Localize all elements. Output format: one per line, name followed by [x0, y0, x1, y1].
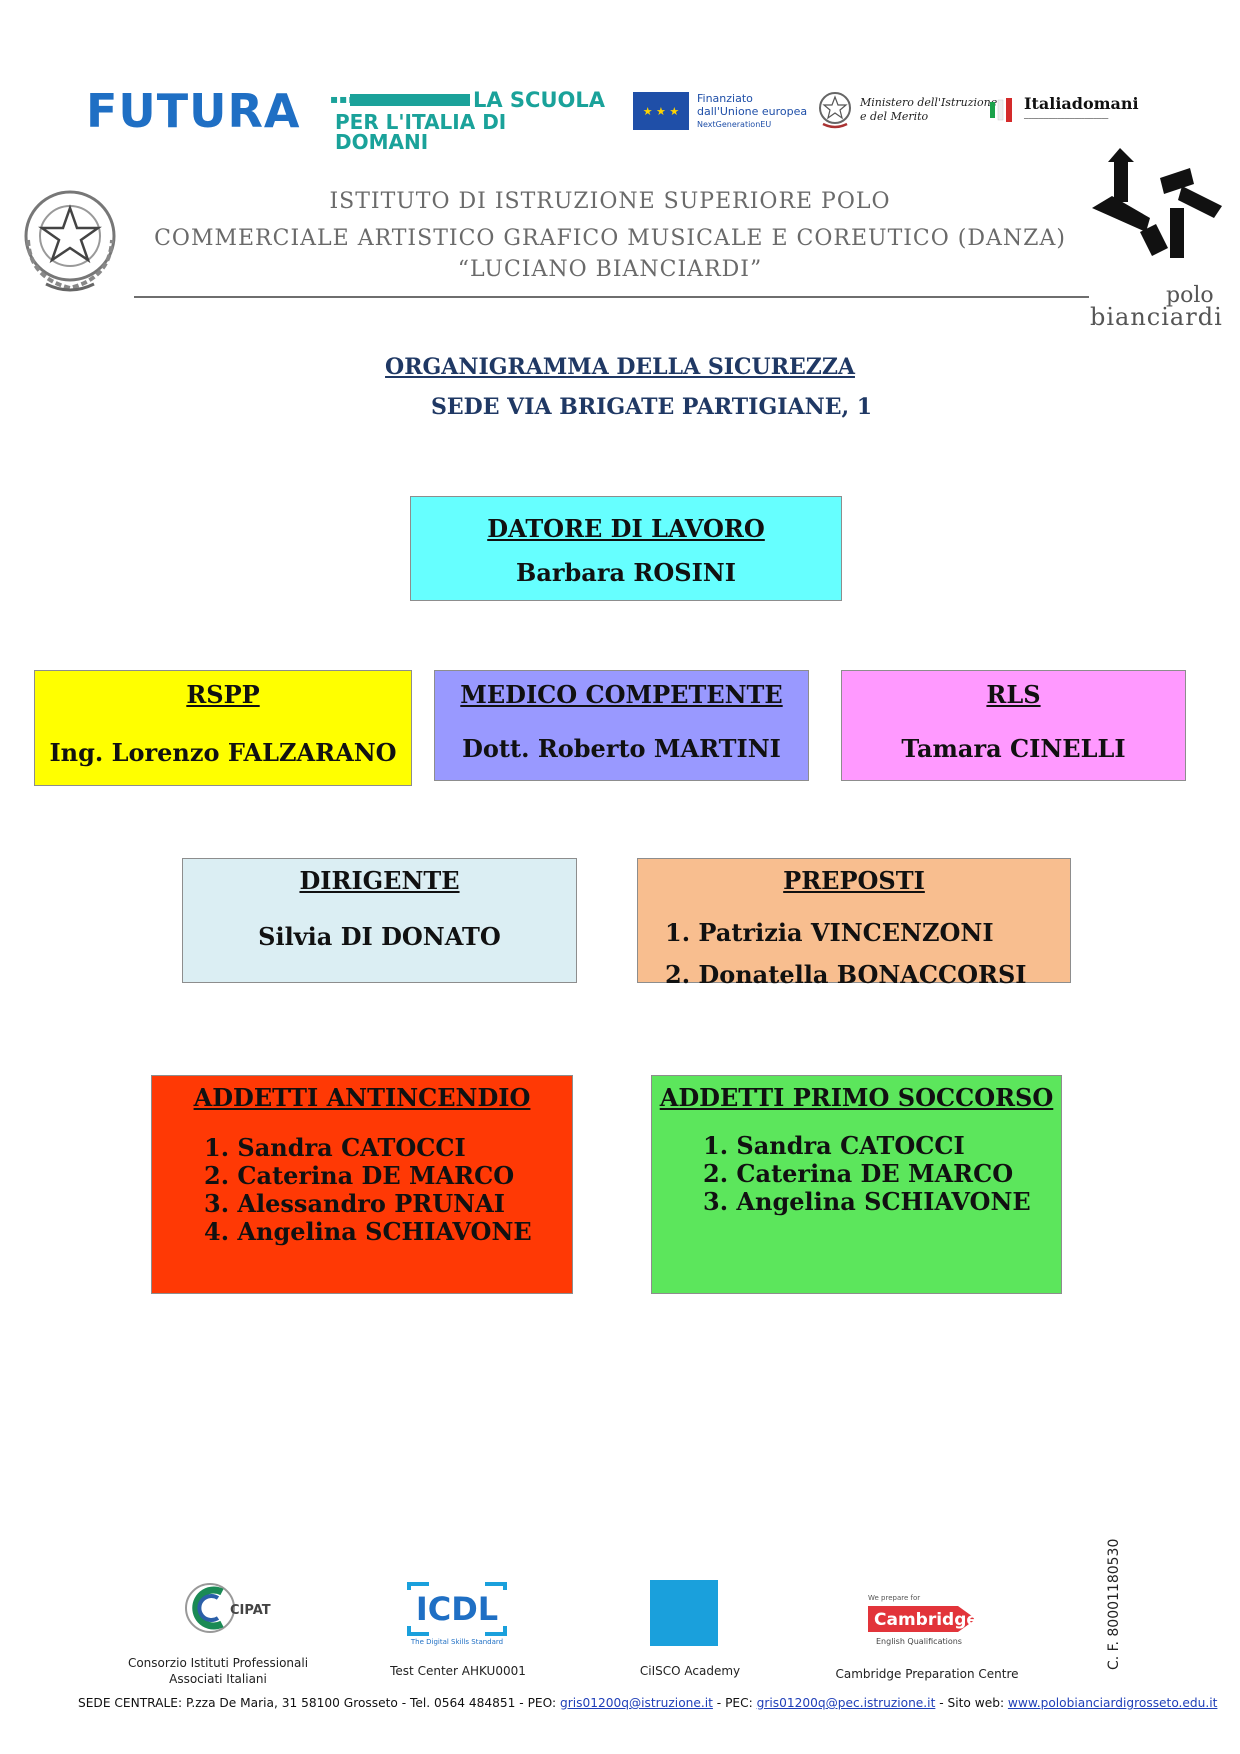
icdl-logo-text: ICDL [416, 1590, 498, 1628]
ministero-text: Ministero dell'Istruzione e del Merito [860, 96, 997, 124]
cambridge-caption: Cambridge Preparation Centre [835, 1667, 1019, 1681]
cambridge-top-text: We prepare for [868, 1594, 920, 1602]
preposti-list: 1. Patrizia VINCENZONI 2. Donatella BONA… [665, 912, 1027, 996]
list-item: 3. Alessandro PRUNAI [204, 1189, 505, 1218]
footer-contacts: SEDE CENTRALE: P.zza De Maria, 31 58100 … [78, 1696, 1217, 1710]
rspp-person: Ing. Lorenzo FALZARANO [49, 738, 397, 767]
cipat-logo-icon: CIPAT [185, 1583, 271, 1633]
list-item: 1. Sandra CATOCCI [204, 1133, 466, 1162]
cambridge-logo-text: Cambridge [874, 1610, 978, 1630]
rls-role: RLS [986, 680, 1041, 709]
dirigente-box: DIRIGENTE Silvia DI DONATO [182, 858, 577, 983]
repubblica-emblem-icon [24, 190, 116, 292]
cipat-line2: Associati Italiani [169, 1672, 267, 1686]
ministero-line2: e del Merito [860, 110, 929, 123]
scuola-line2: PER L'ITALIA DI DOMANI [335, 110, 507, 154]
eu-line3: NextGenerationEU [697, 120, 772, 129]
polo-logo-word2: bianciardi [1090, 303, 1223, 331]
futura-logo: FUTURA [86, 84, 301, 138]
list-item: 1. Sandra CATOCCI [703, 1131, 965, 1160]
header-divider [134, 296, 1089, 298]
scuola-bar-icon [350, 94, 470, 106]
primo-soccorso-role: ADDETTI PRIMO SOCCORSO [659, 1083, 1054, 1112]
cisco-logo-icon [650, 1580, 718, 1646]
eu-flag-icon: ★ ★ ★ [633, 92, 689, 130]
cambridge-sub-text: English Qualifications [876, 1637, 962, 1646]
antincendio-list: 1. Sandra CATOCCI 2. Caterina DE MARCO 3… [204, 1134, 532, 1246]
cipat-caption: Consorzio Istituti Professionali Associa… [118, 1655, 318, 1687]
website-link[interactable]: www.polobianciardigrosseto.edu.it [1007, 1696, 1218, 1710]
list-item: 2. Donatella BONACCORSI [665, 960, 1027, 989]
preposti-box: PREPOSTI 1. Patrizia VINCENZONI 2. Donat… [637, 858, 1071, 989]
peo-link[interactable]: gris01200q@istruzione.it [559, 1696, 713, 1710]
list-item: 2. Caterina DE MARCO [204, 1161, 515, 1190]
dirigente-person: Silvia DI DONATO [258, 922, 501, 951]
codice-fiscale: C. F. 80001180530 [1106, 1538, 1122, 1670]
polo-logo-word1: polo [1166, 283, 1214, 308]
icdl-tagline: The Digital Skills Standard [410, 1638, 503, 1646]
primo-soccorso-list: 1. Sandra CATOCCI 2. Caterina DE MARCO 3… [703, 1132, 1031, 1216]
polo-bianciardi-logo-icon [1092, 148, 1222, 258]
footer-address: SEDE CENTRALE: P.zza De Maria, 31 58100 … [78, 1696, 560, 1710]
list-item: 1. Patrizia VINCENZONI [665, 918, 994, 947]
dirigente-role: DIRIGENTE [299, 866, 460, 895]
rls-box: RLS Tamara CINELLI [841, 670, 1186, 781]
datore-person: Barbara ROSINI [516, 558, 736, 587]
cipat-line1: Consorzio Istituti Professionali [127, 1656, 309, 1670]
cambridge-logo-icon: We prepare for Cambridge English Qualifi… [868, 1594, 978, 1646]
pec-link[interactable]: gris01200q@pec.istruzione.it [756, 1696, 936, 1710]
icdl-caption: Test Center AHKU0001 [390, 1664, 526, 1678]
list-item: 4. Angelina SCHIAVONE [204, 1217, 532, 1246]
antincendio-box: ADDETTI ANTINCENDIO 1. Sandra CATOCCI 2.… [151, 1075, 573, 1294]
datore-role: DATORE DI LAVORO [487, 514, 765, 543]
cisco-caption: CiISCO Academy [639, 1664, 741, 1678]
web-label: - Sito web: [935, 1696, 1008, 1710]
rspp-role: RSPP [186, 680, 260, 709]
eu-funding-text: Finanziato dall'Unione europea NextGener… [697, 92, 807, 131]
document-title: ORGANIGRAMMA DELLA SICUREZZA [385, 354, 855, 380]
italy-flag-icon [990, 98, 1012, 122]
icdl-logo-icon: ICDL The Digital Skills Standard [407, 1582, 507, 1646]
list-item: 2. Caterina DE MARCO [703, 1159, 1014, 1188]
ministero-line1: Ministero dell'Istruzione [860, 96, 998, 109]
eu-line1: Finanziato [697, 92, 753, 105]
italiadomani-sub-icon: ━━━━━━━━━━━━━━━━━━━━━━━━━━━━━━━━━━━ [1024, 116, 1109, 121]
scuola-line1: LA SCUOLA [472, 88, 605, 112]
antincendio-role: ADDETTI ANTINCENDIO [193, 1083, 531, 1112]
institute-line1: ISTITUTO DI ISTRUZIONE SUPERIORE POLO [329, 189, 891, 214]
eu-line2: dall'Unione europea [697, 105, 808, 118]
primo-soccorso-box: ADDETTI PRIMO SOCCORSO 1. Sandra CATOCCI… [651, 1075, 1062, 1294]
preposti-role: PREPOSTI [783, 866, 925, 895]
scuola-italia-domani-logo: ▪▪▪▪ LA SCUOLA PER L'ITALIA DI DOMANI [330, 88, 605, 153]
medico-person: Dott. Roberto MARTINI [462, 734, 781, 763]
institute-line3: “LUCIANO BIANCIARDI” [457, 257, 763, 282]
medico-box: MEDICO COMPETENTE Dott. Roberto MARTINI [434, 670, 809, 781]
pec-label: - PEC: [712, 1696, 757, 1710]
ministero-emblem-icon [819, 92, 851, 129]
rls-person: Tamara CINELLI [901, 734, 1126, 763]
rspp-box: RSPP Ing. Lorenzo FALZARANO [34, 670, 412, 786]
italiadomani-logo: Italiadomani [1024, 94, 1139, 113]
institute-line2: COMMERCIALE ARTISTICO GRAFICO MUSICALE E… [154, 226, 1066, 251]
medico-role: MEDICO COMPETENTE [460, 680, 783, 709]
list-item: 3. Angelina SCHIAVONE [703, 1187, 1031, 1216]
datore-box: DATORE DI LAVORO Barbara ROSINI [410, 496, 842, 601]
cipat-logo-text: CIPAT [230, 1603, 271, 1618]
document-subtitle: SEDE VIA BRIGATE PARTIGIANE, 1 [431, 394, 873, 420]
